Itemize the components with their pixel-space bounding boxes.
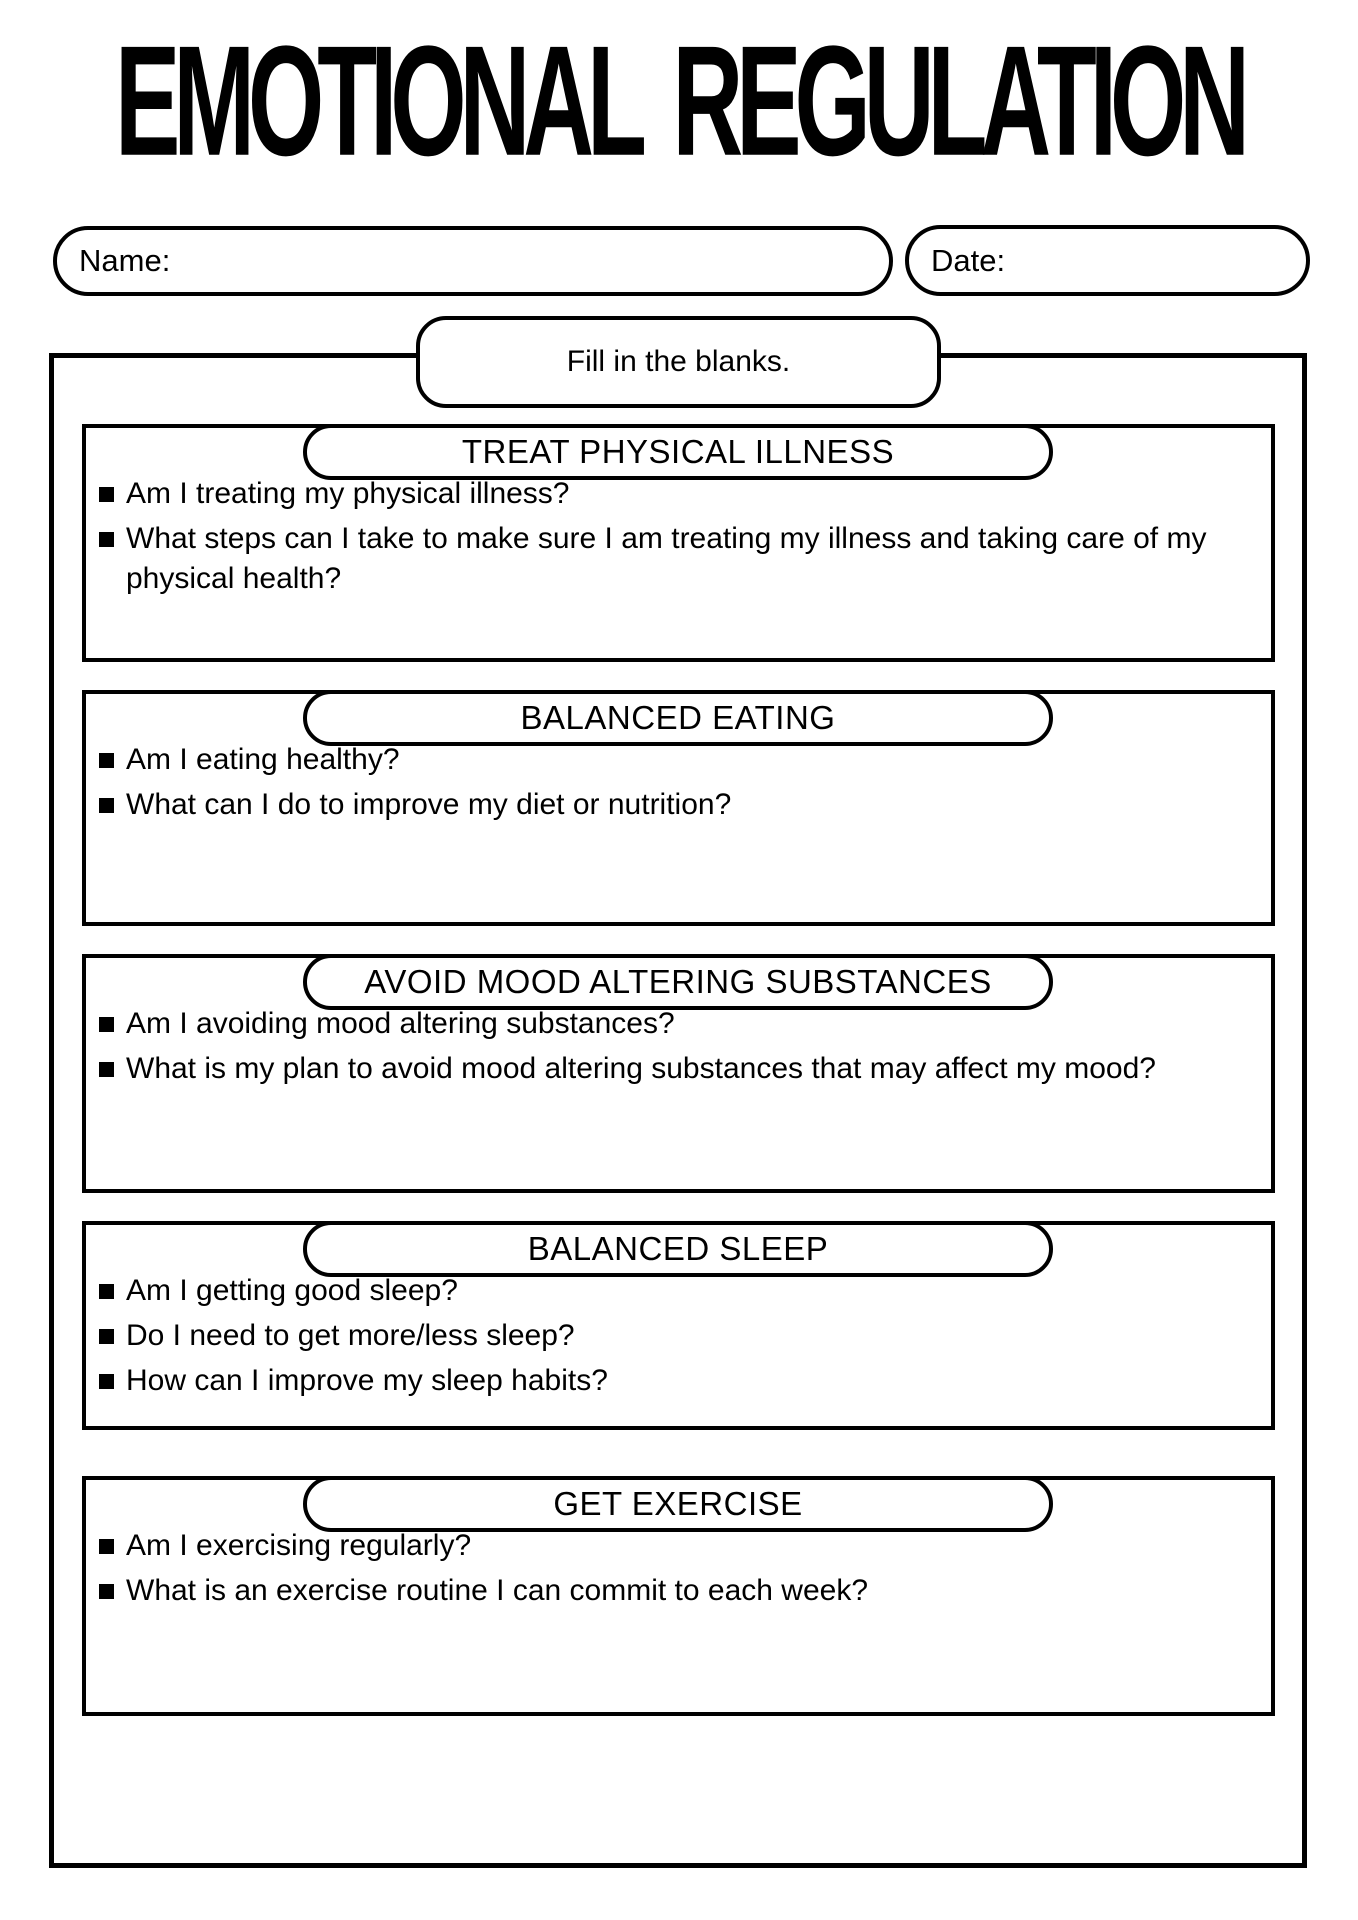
section-header: GET EXERCISE <box>303 1476 1053 1532</box>
answer-space[interactable] <box>99 604 1231 658</box>
section-balanced-sleep: BALANCED SLEEP Am I getting good sleep? … <box>54 1221 1302 1430</box>
worksheet-title: EMOTIONAL REGULATION <box>115 12 1250 189</box>
question-text: Am I eating healthy? <box>126 743 400 776</box>
bullet-square-icon <box>99 1584 114 1599</box>
bullet-square-icon <box>99 532 114 547</box>
section-header: TREAT PHYSICAL ILLNESS <box>303 424 1053 480</box>
section-title: GET EXERCISE <box>553 1485 803 1522</box>
answer-space[interactable] <box>99 1406 1231 1426</box>
question-text: Am I getting good sleep? <box>126 1274 458 1307</box>
question-item: Am I getting good sleep? <box>99 1271 1231 1311</box>
question-item: Am I eating healthy? <box>99 740 1231 780</box>
question-text: What can I do to improve my diet or nutr… <box>126 788 732 821</box>
question-box: Am I avoiding mood altering substances? … <box>82 954 1275 1193</box>
date-write-area[interactable] <box>1005 229 1306 292</box>
instruction-banner: Fill in the blanks. <box>416 316 941 408</box>
question-text: What is my plan to avoid mood altering s… <box>126 1052 1156 1085</box>
name-field[interactable]: Name: <box>53 226 893 296</box>
section-header: BALANCED EATING <box>303 690 1053 746</box>
question-item: What is an exercise routine I can commit… <box>99 1571 1231 1611</box>
section-get-exercise: GET EXERCISE Am I exercising regularly? … <box>54 1476 1302 1716</box>
bullet-square-icon <box>99 753 114 768</box>
question-item: How can I improve my sleep habits? <box>99 1361 1231 1401</box>
name-label: Name: <box>79 243 171 278</box>
date-field[interactable]: Date: <box>905 225 1310 296</box>
question-item: What is my plan to avoid mood altering s… <box>99 1049 1231 1089</box>
section-title: TREAT PHYSICAL ILLNESS <box>461 433 895 470</box>
question-item: Am I avoiding mood altering substances? <box>99 1004 1231 1044</box>
question-box: Am I eating healthy? What can I do to im… <box>82 690 1275 926</box>
section-avoid-mood-altering-substances: AVOID MOOD ALTERING SUBSTANCES Am I avoi… <box>54 954 1302 1193</box>
question-text: Am I treating my physical illness? <box>126 477 570 510</box>
answer-space[interactable] <box>99 1616 1231 1712</box>
section-title: BALANCED EATING <box>520 699 836 736</box>
bullet-square-icon <box>99 798 114 813</box>
question-text: What is an exercise routine I can commit… <box>126 1574 869 1607</box>
answer-space[interactable] <box>99 830 1231 922</box>
instruction-text: Fill in the blanks. <box>566 345 791 378</box>
bullet-square-icon <box>99 1062 114 1077</box>
question-item: Am I treating my physical illness? <box>99 474 1231 514</box>
question-item: Do I need to get more/less sleep? <box>99 1316 1231 1356</box>
question-item: What can I do to improve my diet or nutr… <box>99 785 1231 825</box>
question-text: Am I avoiding mood altering substances? <box>126 1007 675 1040</box>
name-write-area[interactable] <box>170 230 889 292</box>
section-title: AVOID MOOD ALTERING SUBSTANCES <box>364 963 992 1000</box>
question-item: What steps can I take to make sure I am … <box>99 519 1231 599</box>
bullet-square-icon <box>99 1017 114 1032</box>
bullet-square-icon <box>99 1539 114 1554</box>
section-balanced-eating: BALANCED EATING Am I eating healthy? Wha… <box>54 690 1302 926</box>
bullet-square-icon <box>99 487 114 502</box>
section-title: BALANCED SLEEP <box>527 1230 829 1267</box>
section-header: BALANCED SLEEP <box>303 1221 1053 1277</box>
bullet-square-icon <box>99 1284 114 1299</box>
bullet-square-icon <box>99 1329 114 1344</box>
section-treat-physical-illness: TREAT PHYSICAL ILLNESS Am I treating my … <box>54 424 1302 662</box>
section-header: AVOID MOOD ALTERING SUBSTANCES <box>303 954 1053 1010</box>
worksheet-body: TREAT PHYSICAL ILLNESS Am I treating my … <box>49 353 1307 1868</box>
question-text: How can I improve my sleep habits? <box>126 1364 608 1397</box>
question-text: Am I exercising regularly? <box>126 1529 472 1562</box>
question-text: Do I need to get more/less sleep? <box>126 1319 575 1352</box>
question-text: What steps can I take to make sure I am … <box>126 522 1207 595</box>
date-label: Date: <box>931 242 1006 278</box>
answer-space[interactable] <box>99 1094 1231 1189</box>
question-item: Am I exercising regularly? <box>99 1526 1231 1566</box>
bullet-square-icon <box>99 1374 114 1389</box>
